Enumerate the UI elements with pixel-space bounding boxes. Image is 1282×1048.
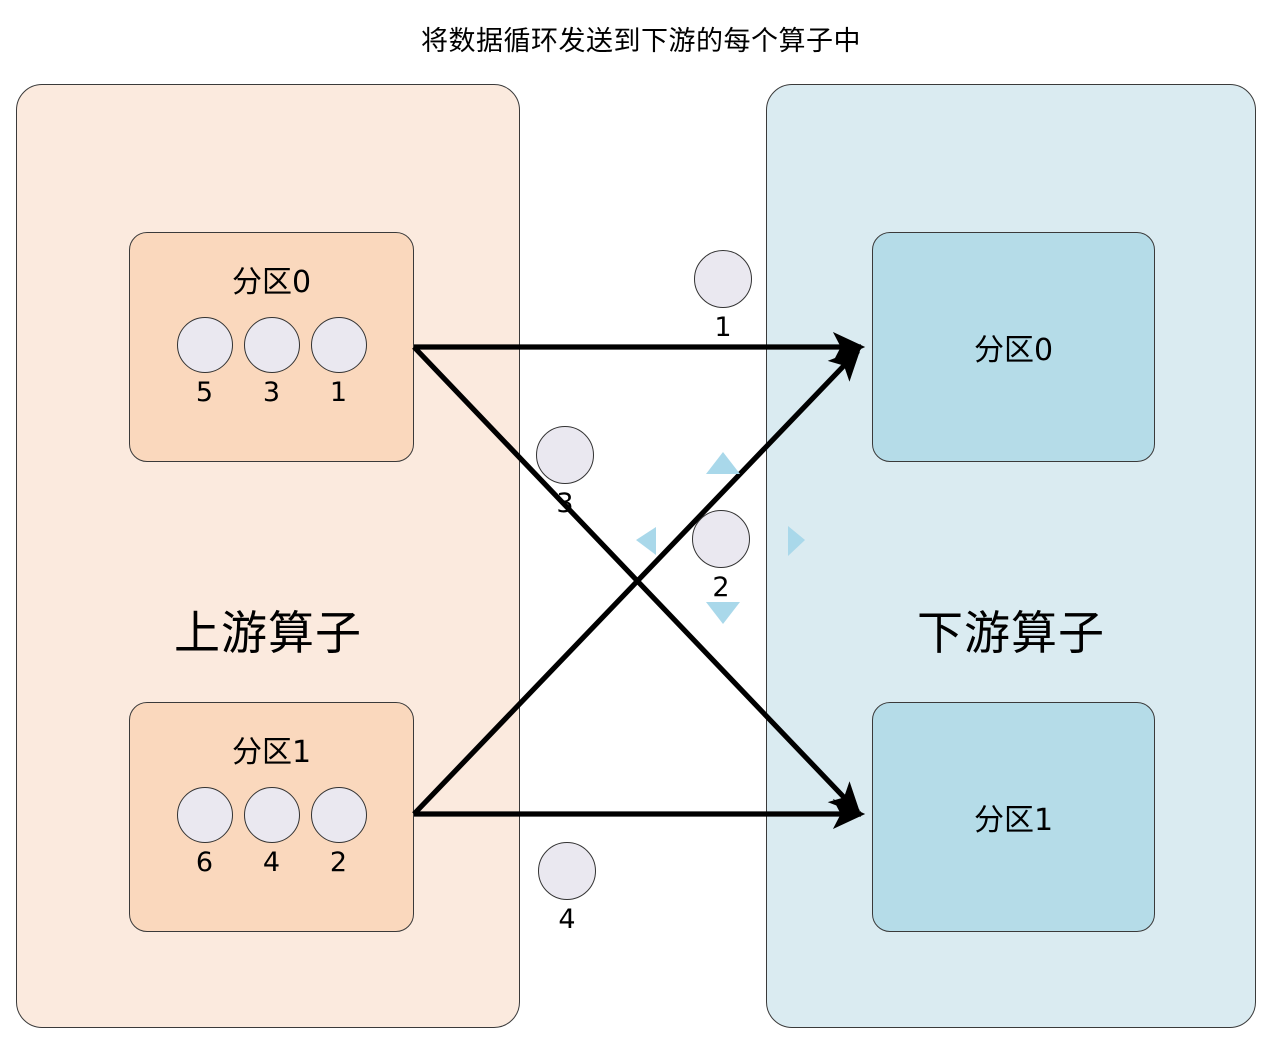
upstream-operator-label: 上游算子 — [174, 606, 362, 660]
downstream-partition-0[interactable]: 分区0 — [872, 232, 1155, 462]
upstream-partition-0-records: 5 3 1 — [130, 317, 413, 406]
record-label: 2 — [712, 572, 730, 603]
record-circle-icon — [536, 426, 594, 484]
downstream-partition-0-title: 分区0 — [973, 333, 1054, 368]
record-circle-icon — [538, 842, 596, 900]
record-label: 3 — [556, 488, 574, 519]
record-label: 4 — [558, 904, 576, 935]
record-circle-icon — [243, 317, 300, 373]
record-circle-icon — [310, 787, 367, 843]
record-item[interactable]: 2 — [310, 787, 367, 878]
downstream-partition-1[interactable]: 分区1 — [872, 702, 1155, 932]
triangle-right-handle-icon[interactable] — [788, 526, 805, 556]
record-item[interactable]: 1 — [310, 317, 367, 408]
record-label: 5 — [195, 377, 214, 408]
record-item[interactable]: 5 — [176, 317, 233, 408]
record-label: 2 — [329, 847, 348, 878]
upstream-partition-0[interactable]: 分区0 5 3 1 — [129, 232, 414, 462]
record-item[interactable]: 3 — [243, 317, 300, 408]
record-label: 1 — [714, 312, 732, 343]
record-label: 4 — [262, 847, 281, 878]
record-circle-icon — [176, 317, 233, 373]
upstream-partition-0-title: 分区0 — [231, 265, 312, 300]
record-item[interactable]: 4 — [243, 787, 300, 878]
in-flight-record-3[interactable]: 3 — [536, 426, 594, 517]
record-circle-icon — [694, 250, 752, 308]
upstream-partition-1[interactable]: 分区1 6 4 2 — [129, 702, 414, 932]
downstream-partition-1-title: 分区1 — [973, 803, 1054, 838]
in-flight-record-2[interactable]: 2 — [692, 510, 750, 601]
in-flight-record-4[interactable]: 4 — [538, 842, 596, 933]
record-label: 6 — [195, 847, 214, 878]
in-flight-record-1[interactable]: 1 — [694, 250, 752, 341]
record-circle-icon — [692, 510, 750, 568]
triangle-down-handle-icon[interactable] — [706, 602, 740, 624]
triangle-left-handle-icon[interactable] — [636, 527, 656, 555]
downstream-operator-label: 下游算子 — [917, 606, 1105, 660]
page-title: 将数据循环发送到下游的每个算子中 — [421, 26, 861, 57]
record-circle-icon — [310, 317, 367, 373]
record-item[interactable]: 6 — [176, 787, 233, 878]
record-label: 1 — [329, 377, 348, 408]
upstream-partition-1-title: 分区1 — [231, 735, 312, 770]
record-label: 3 — [262, 377, 281, 408]
record-circle-icon — [243, 787, 300, 843]
triangle-up-handle-icon[interactable] — [706, 452, 740, 474]
upstream-partition-1-records: 6 4 2 — [130, 787, 413, 876]
record-circle-icon — [176, 787, 233, 843]
